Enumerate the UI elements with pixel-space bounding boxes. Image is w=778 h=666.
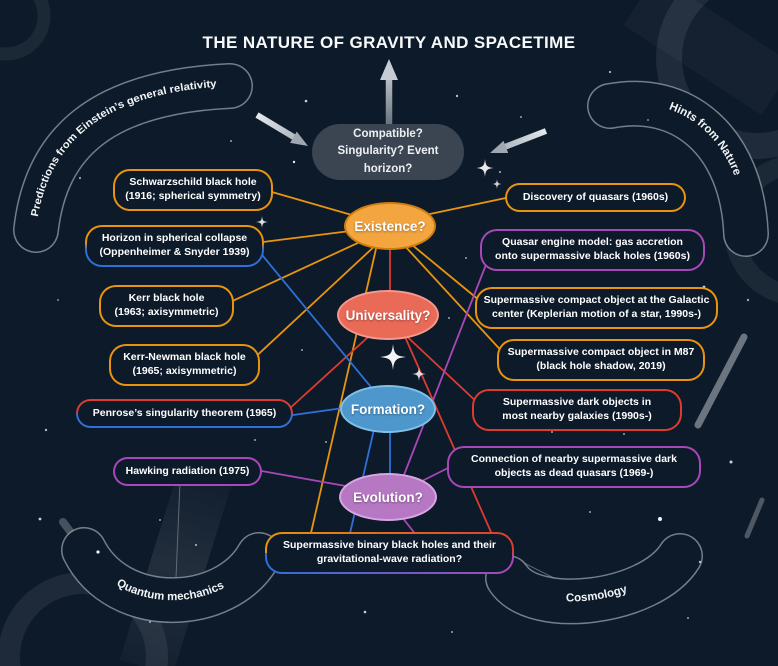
box-line1: Supermassive binary black holes and thei…	[283, 539, 496, 552]
node-universality: Universality?	[337, 290, 439, 340]
box-line2: (black hole shadow, 2019)	[536, 360, 666, 372]
node-label: Existence?	[354, 218, 426, 234]
concept-box-penrose: Penrose’s singularity theorem (1965)	[76, 399, 293, 428]
box-line1: Hawking radiation (1975)	[125, 464, 250, 477]
concept-box-dead-quasars: Connection of nearby supermassive dark o…	[447, 446, 701, 488]
box-line1: Kerr black hole	[128, 292, 205, 305]
concept-box-schwarzschild: Schwarzschild black hole (1916; spherica…	[113, 169, 273, 211]
box-line1: Quasar engine model: gas accretion	[502, 236, 683, 249]
node-label: Evolution?	[353, 489, 423, 505]
concept-box-m87: Supermassive compact object in M87 (blac…	[497, 339, 705, 381]
node-evolution: Evolution?	[339, 473, 437, 521]
concept-box-quasar-discovery: Discovery of quasars (1960s)	[505, 183, 686, 212]
box-line2: (1963; axisymmetric)	[114, 306, 219, 318]
light-streak	[694, 333, 748, 429]
box-line2: (Oppenheimer & Snyder 1939)	[99, 246, 250, 258]
box-line1: Supermassive dark objects in	[502, 396, 652, 409]
node-existence: Existence?	[344, 202, 436, 250]
band-cosmology: Cosmology	[508, 556, 680, 604]
concept-box-hawking: Hawking radiation (1975)	[113, 457, 262, 486]
concept-box-kerr-newman: Kerr-Newman black hole (1965; axisymmetr…	[109, 344, 260, 386]
concept-box-quasar-engine: Quasar engine model: gas accretion onto …	[480, 229, 705, 271]
box-line1: Horizon in spherical collapse	[101, 232, 248, 245]
box-line2: (1965; axisymmetric)	[132, 365, 237, 377]
box-line1: Kerr-Newman black hole	[123, 351, 246, 364]
box-line2: most nearby galaxies (1990s-)	[502, 410, 652, 422]
concept-box-binary-black-holes: Supermassive binary black holes and thei…	[265, 532, 514, 574]
box-line2: gravitational-wave radiation?	[316, 553, 463, 565]
connector-lines	[175, 189, 583, 593]
center-question-line2: Singularity? Event horizon?	[337, 145, 439, 175]
center-question-line1: Compatible?	[353, 128, 423, 141]
band-hints: Hints from Nature	[610, 101, 746, 234]
center-question-box: Compatible? Singularity? Event horizon?	[312, 124, 464, 180]
concept-box-dark-objects: Supermassive dark objects in most nearby…	[472, 389, 682, 431]
box-line1: Discovery of quasars (1960s)	[522, 190, 669, 203]
arrow-from-left-icon	[255, 112, 308, 146]
box-line1: Supermassive compact object at the Galac…	[483, 294, 710, 307]
stars	[38, 70, 750, 633]
box-line2: center (Keplerian motion of a star, 1990…	[492, 308, 701, 320]
concept-box-kerr: Kerr black hole (1963; axisymmetric)	[99, 285, 234, 327]
concept-box-horizon-collapse: Horizon in spherical collapse (Oppenheim…	[85, 225, 264, 267]
band-quantum: Quantum mechanics	[84, 550, 259, 603]
arrow-from-right-icon	[490, 128, 548, 153]
box-line1: Connection of nearby supermassive dark	[471, 453, 677, 466]
concept-box-galactic-center: Supermassive compact object at the Galac…	[475, 287, 718, 329]
node-label: Universality?	[345, 307, 431, 323]
box-line1: Supermassive compact object in M87	[507, 346, 695, 359]
box-line2: (1916; spherical symmetry)	[125, 190, 261, 202]
box-line1: Penrose’s singularity theorem (1965)	[92, 406, 277, 419]
node-formation: Formation?	[340, 385, 436, 433]
box-line2: onto supermassive black holes (1960s)	[495, 250, 690, 262]
page-title: THE NATURE OF GRAVITY AND SPACETIME	[202, 33, 576, 52]
box-line2: objects as dead quasars (1969-)	[494, 467, 654, 479]
sparkle-icon	[256, 159, 502, 381]
node-label: Formation?	[350, 401, 426, 417]
box-line1: Schwarzschild black hole	[129, 176, 257, 189]
